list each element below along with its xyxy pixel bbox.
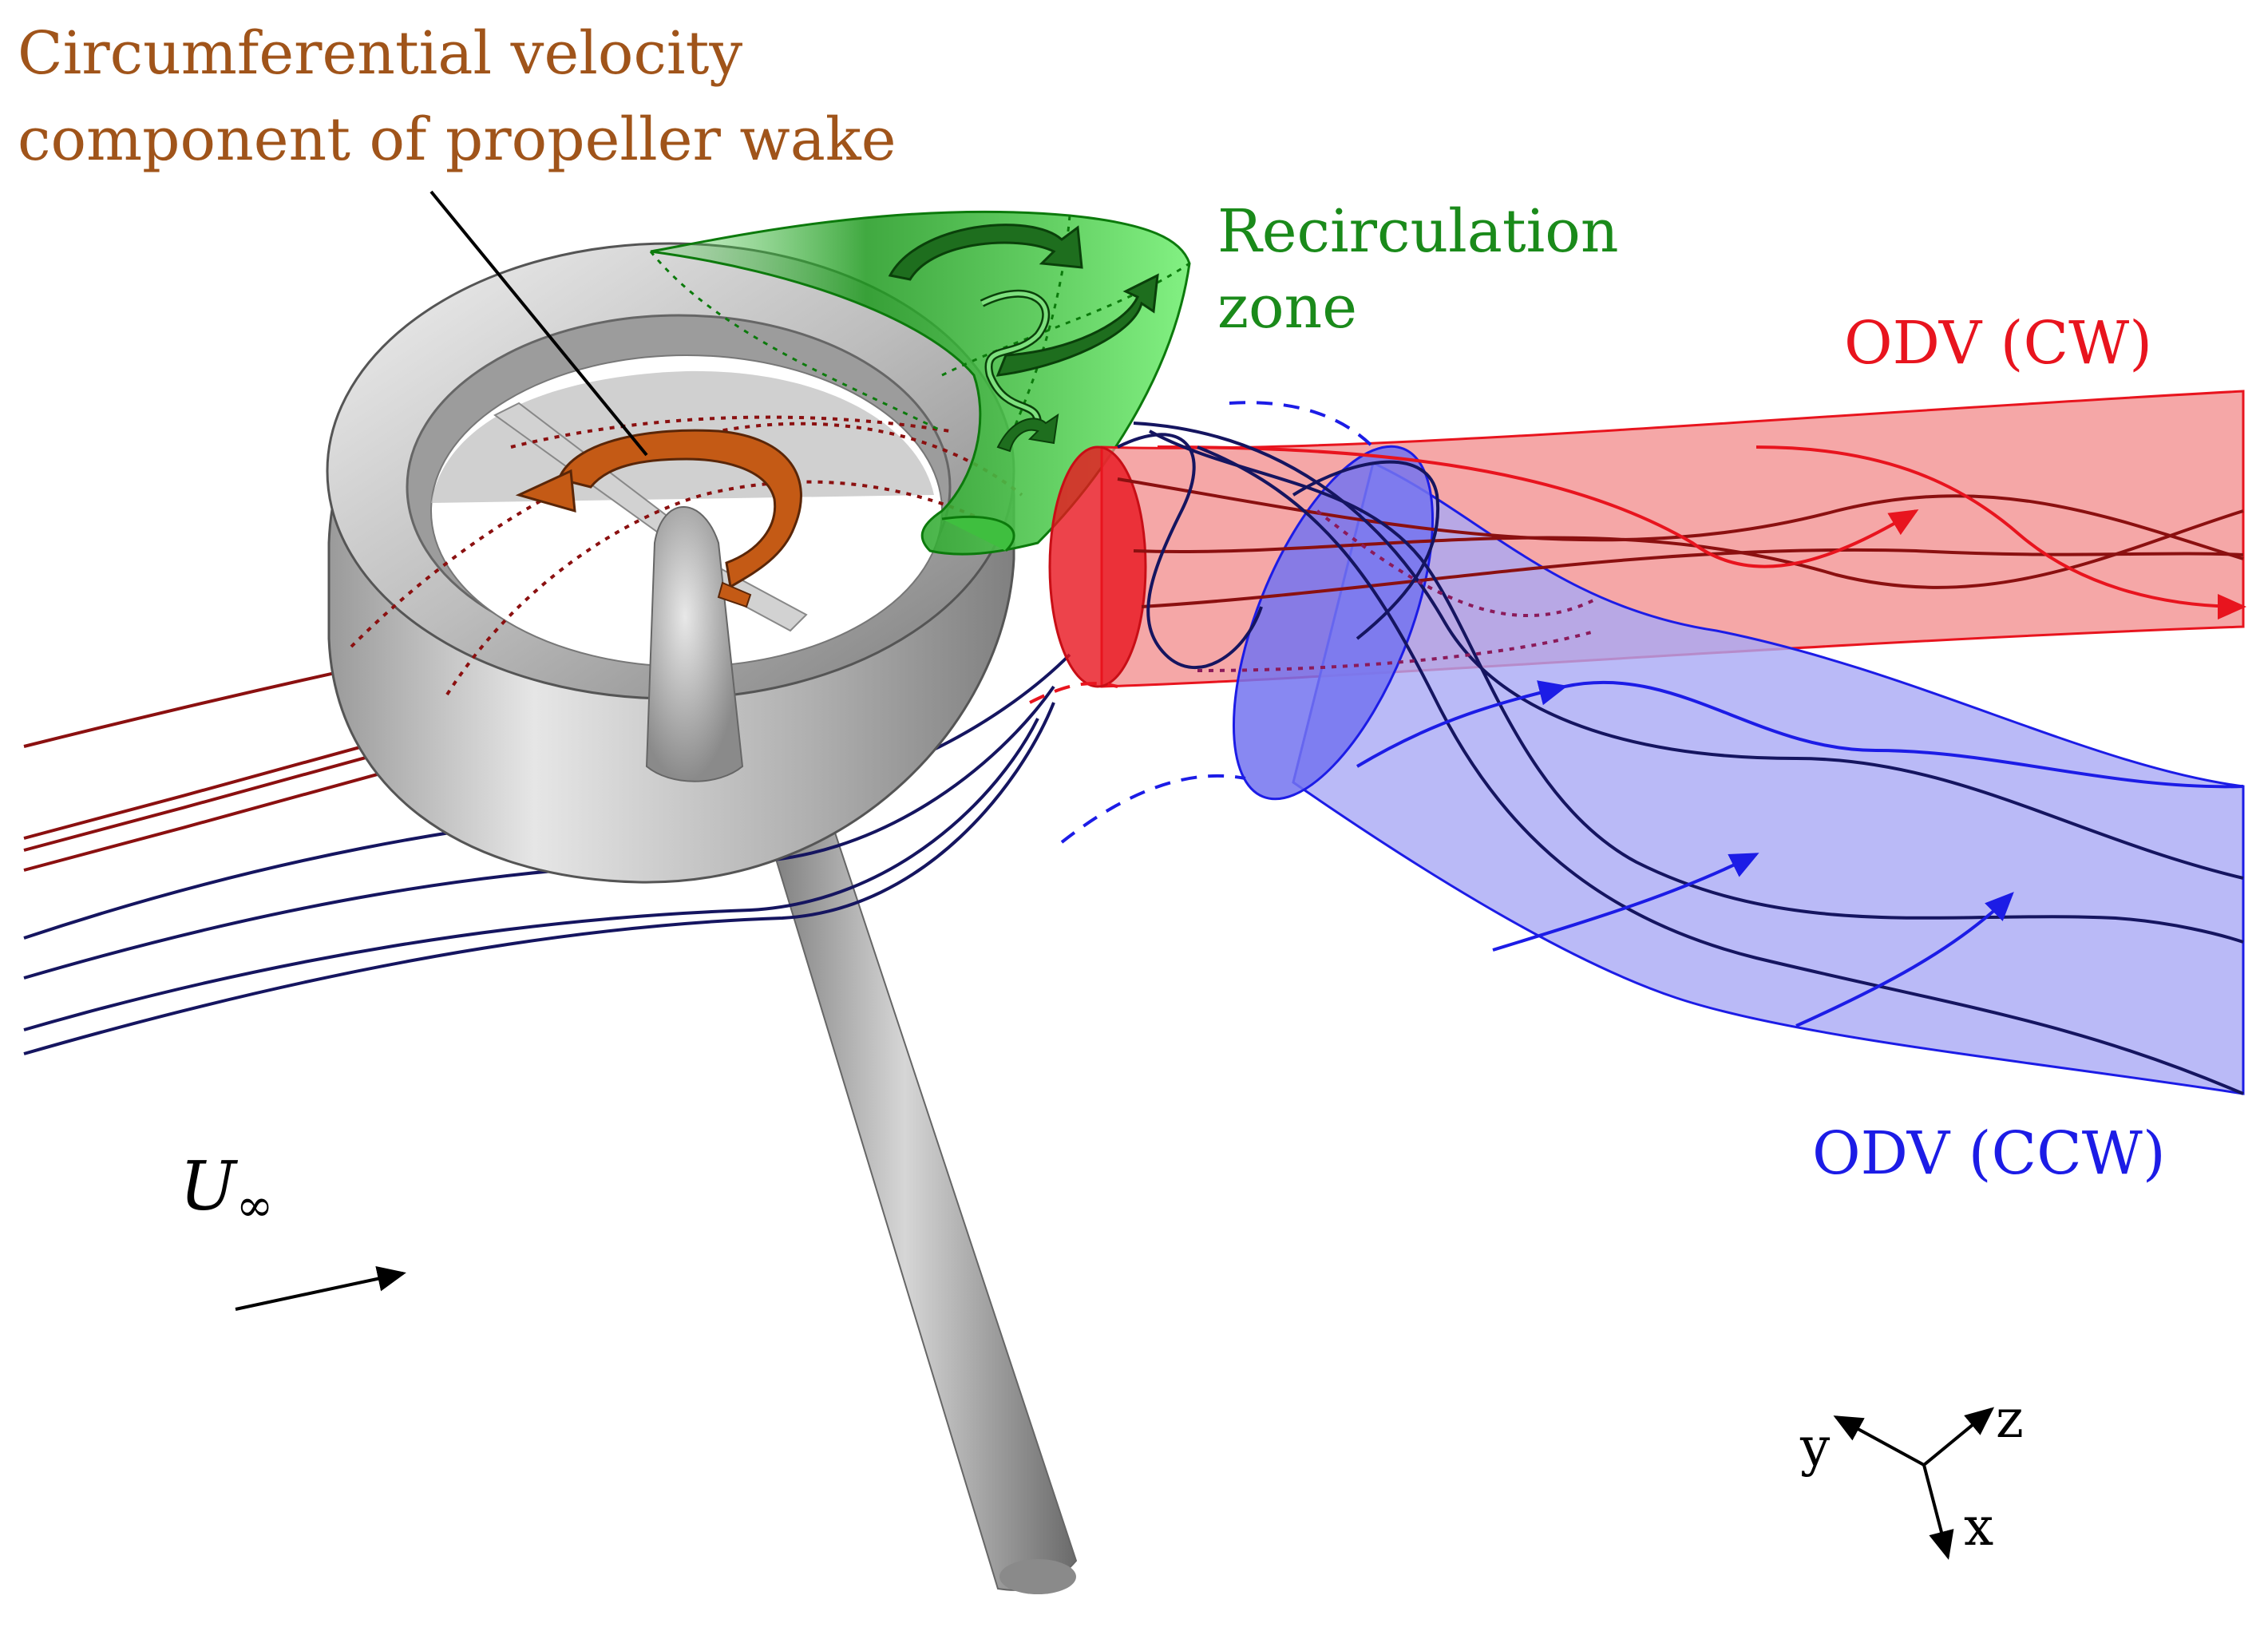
recirculation-label-line1: Recirculation [1217,197,1619,266]
freestream-subscript: ∞ [236,1180,274,1232]
wake-label-line2: component of propeller wake [18,105,897,174]
odv-cw-label: ODV (CW) [1844,309,2152,378]
odv-ccw-arrowed-streamlines [1356,680,2244,1027]
dashed-boundaries [1029,401,1597,844]
axis-y-label: y [1799,1416,1831,1478]
recirculation-zone [649,210,1191,556]
freestream-symbol: U [180,1147,239,1225]
propeller [493,402,808,782]
dotted-streamlines [350,415,1023,696]
axis-x-label: x [1964,1496,1993,1558]
axes-triad [1833,1407,1995,1560]
axis-z-label: z [1996,1388,2024,1450]
recirculation-label-line2: zone [1217,273,1357,342]
odv-cw-arrowed-streamlines [1157,445,2246,620]
wake-leader-line [429,190,648,457]
strut [763,821,1078,1594]
exit-loops [1117,433,1440,670]
wake-rotation-arrow [515,429,802,608]
odv-ccw-label: ODV (CCW) [1812,1119,2166,1188]
freestream-arrow [235,1266,406,1311]
wake-label-line1: Circumferential velocity [18,19,742,88]
odv-ccw-streamlines [1133,422,2244,1095]
freestream-label: U∞ [180,1147,273,1232]
odv-cw-streamlines [1117,477,2244,608]
